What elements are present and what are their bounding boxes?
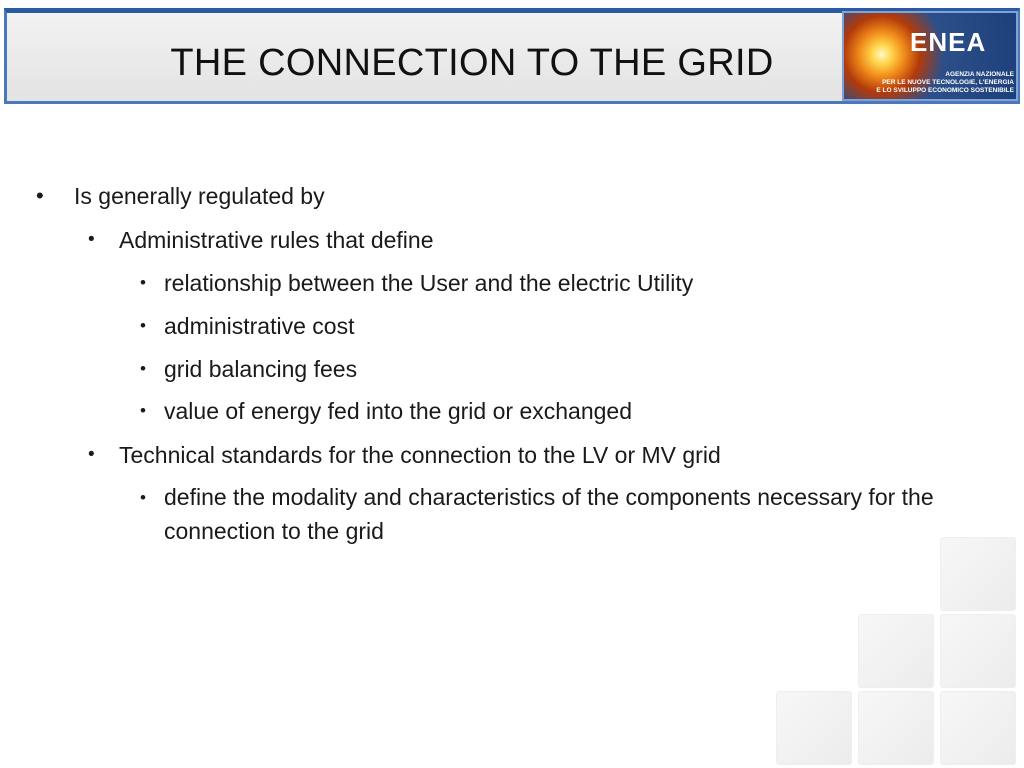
bullet-level2: Technical standards for the connection t… bbox=[119, 442, 721, 468]
decorative-square bbox=[940, 614, 1016, 688]
decorative-square bbox=[776, 691, 852, 765]
enea-logo: ENEA AGENZIA NAZIONALE PER LE NUOVE TECN… bbox=[842, 11, 1018, 101]
decorative-square bbox=[940, 537, 1016, 611]
logo-subtitle: AGENZIA NAZIONALE PER LE NUOVE TECNOLOGI… bbox=[848, 71, 1014, 95]
decorative-square bbox=[858, 691, 934, 765]
decorative-square bbox=[858, 614, 934, 688]
logo-subtitle-line-2: PER LE NUOVE TECNOLOGIE, L'ENERGIA bbox=[882, 79, 1014, 86]
bullet-marker: • bbox=[140, 359, 146, 378]
slide-title: THE CONNECTION TO THE GRID bbox=[170, 42, 774, 84]
bullet-marker: • bbox=[140, 401, 146, 420]
bullet-level3: define the modality and characteristics … bbox=[164, 484, 934, 544]
bullet-marker: • bbox=[88, 444, 95, 465]
decorative-square bbox=[940, 691, 1016, 765]
bullet-marker: • bbox=[140, 273, 146, 292]
bullet-marker: • bbox=[36, 183, 44, 208]
bullet-level2: Administrative rules that define bbox=[119, 227, 434, 253]
bullet-level3: value of energy fed into the grid or exc… bbox=[164, 398, 632, 424]
bullet-level3: administrative cost bbox=[164, 313, 355, 339]
bullet-marker: • bbox=[140, 488, 146, 507]
bullet-level3: grid balancing fees bbox=[164, 356, 358, 382]
logo-subtitle-line-1: AGENZIA NAZIONALE bbox=[945, 71, 1014, 78]
bullet-level3: relationship between the User and the el… bbox=[164, 270, 694, 296]
logo-wordmark: ENEA bbox=[910, 27, 987, 57]
logo-subtitle-line-3: E LO SVILUPPO ECONOMICO SOSTENIBILE bbox=[876, 87, 1014, 94]
bullet-marker: • bbox=[88, 229, 95, 250]
bullet-marker: • bbox=[140, 316, 146, 335]
bullet-level1: Is generally regulated by bbox=[74, 183, 325, 209]
